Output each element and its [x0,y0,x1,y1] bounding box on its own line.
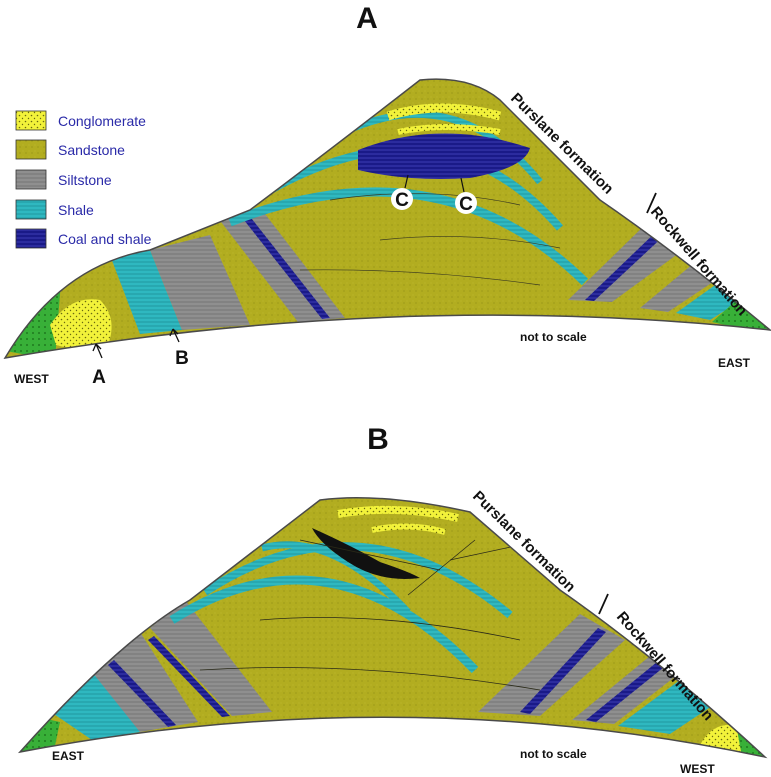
marker-a-label: A [92,367,106,388]
legend-swatch-shale [15,199,47,220]
panel-a-east-label: EAST [718,356,751,370]
legend: Conglomerate Sandstone Siltstone Shale C… [15,110,152,249]
marker-c1-label: C [395,190,409,211]
panel-b-coal-east-1 [108,660,176,727]
legend-label-coal-and-shale: Coal and shale [58,231,152,247]
panel-a-outline [3,78,771,360]
panel-a-formation-divider [646,192,657,214]
legend-item-conglomerate: Conglomerate [15,110,146,131]
panel-a-conglomerate-lens [50,299,112,349]
legend-swatch-coal-and-shale [15,228,47,249]
panel-a-siltstone-west-1 [150,235,250,330]
marker-c1-backdrop [391,188,413,210]
panel-b-coal-east-2 [148,636,230,717]
panel-a-conglomerate-band-2 [397,124,501,135]
panel-a-west-vegetation [5,268,62,359]
legend-swatch-conglomerate [15,110,47,131]
marker-a-arrow [92,343,103,359]
legend-item-sandstone: Sandstone [15,139,125,160]
legend-label-sandstone: Sandstone [58,142,125,158]
panel-b-west-label: WEST [680,762,715,776]
panel-b-not-to-scale: not to scale [520,747,587,761]
panel-a-coal-east [585,228,668,301]
marker-c1-arrow [404,174,409,189]
panel-b-shale-east [48,672,140,740]
panel-b-shale-arc-2 [202,542,513,619]
panel-b-title: B [367,423,389,456]
legend-item-shale: Shale [15,199,94,220]
marker-c1: C [391,174,413,211]
panel-b-west-limb [478,614,765,757]
panel-b-coal-lens [312,528,420,579]
panel-b-siltstone-east-1 [92,632,198,732]
panel-b-section [17,496,768,759]
marker-c2-backdrop [455,192,477,214]
legend-item-coal-and-shale: Coal and shale [15,228,152,249]
marker-c2-label: C [459,194,473,215]
marker-c2: C [455,177,477,215]
legend-label-siltstone: Siltstone [58,172,112,188]
legend-swatch-sandstone [15,139,47,160]
panel-a-west-label: WEST [14,372,49,386]
panel-b-shale-west [618,680,712,734]
panel-b-coal-west-2 [586,662,664,722]
panel-b-fractures [199,539,541,691]
panel-b-east-label: EAST [52,749,85,763]
panel-a-not-to-scale: not to scale [520,330,587,344]
marker-c2-arrow [460,177,465,193]
panel-b-siltstone-east-2 [150,600,272,716]
marker-b-label: B [175,348,189,369]
marker-b-arrow [169,328,180,343]
panel-b-shale-arc-3 [261,541,411,615]
panel-a-coal-west [240,214,330,319]
legend-item-siltstone: Siltstone [15,169,112,190]
panel-a-conglomerate-band-1 [386,103,502,121]
panel-b-shale-arc-1 [169,575,479,674]
panel-a-fractures [299,193,561,286]
panel-b-outline [17,496,768,759]
panel-b-conglomerate-band-1 [337,505,459,522]
panel-a-coal-core [358,133,530,179]
panel-b-coal-west-1 [520,628,606,714]
panel-b-conglomerate-band-2 [371,523,446,535]
panel-a-shale-arc-1 [228,187,589,286]
legend-swatch-siltstone [15,169,47,190]
panel-a-title: A [356,2,378,35]
panel-a-shale-west [108,250,182,334]
legend-label-conglomerate: Conglomerate [58,113,146,129]
panel-b-formation-divider [598,593,609,615]
legend-label-shale: Shale [58,202,94,218]
